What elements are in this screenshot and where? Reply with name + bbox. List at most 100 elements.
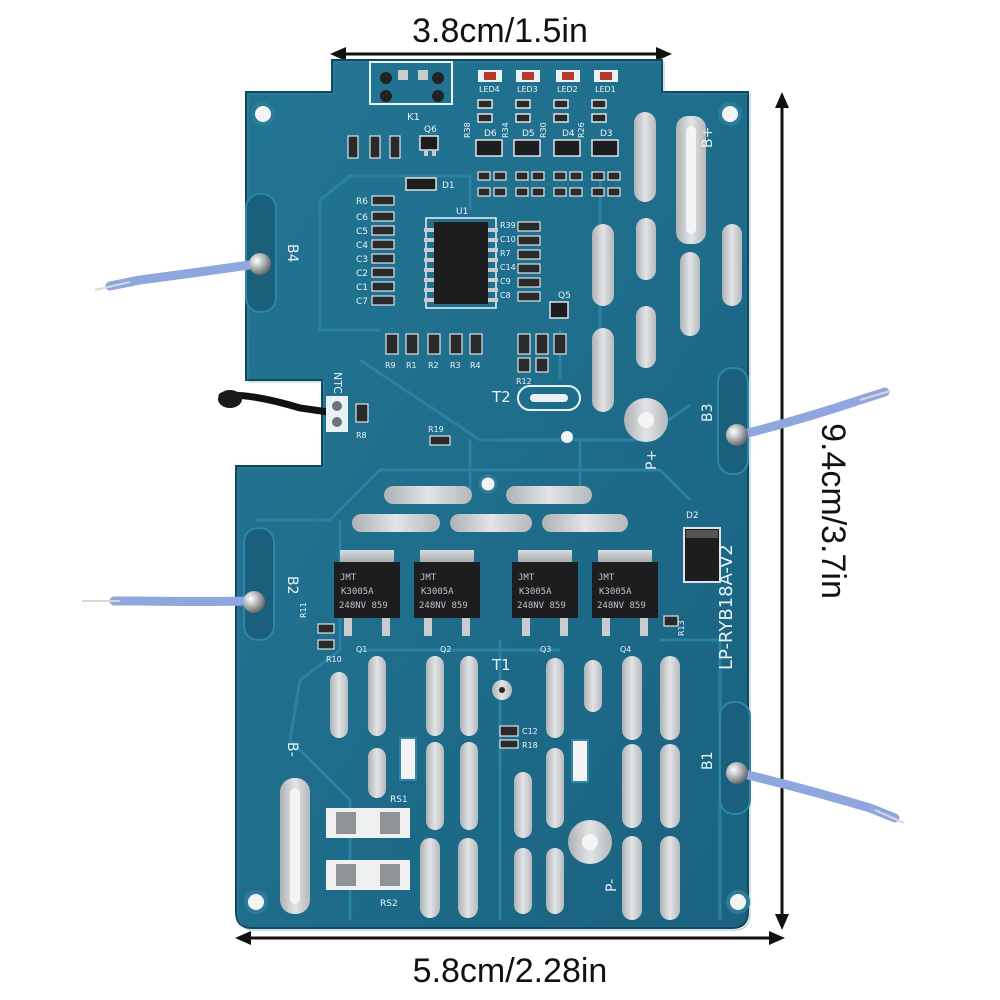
pcb-board	[235, 59, 749, 929]
led-1: LED1	[594, 70, 618, 94]
mosfet-q4: JMT K3005A 248NV 859 Q4	[592, 550, 658, 654]
svg-text:R1: R1	[406, 361, 417, 370]
p-minus-label: P-	[604, 879, 620, 892]
svg-text:C14: C14	[500, 263, 516, 272]
svg-text:JMT: JMT	[340, 573, 357, 583]
pad-field-lower	[330, 656, 680, 920]
svg-text:R6: R6	[356, 197, 368, 207]
svg-text:U1: U1	[456, 207, 468, 217]
svg-text:K3005A: K3005A	[519, 587, 552, 597]
pad-rails-middle	[352, 486, 628, 532]
svg-text:K3005A: K3005A	[341, 587, 374, 597]
svg-text:248NV 859: 248NV 859	[339, 601, 388, 611]
svg-text:R8: R8	[356, 431, 367, 440]
svg-text:248NV 859: 248NV 859	[517, 601, 566, 611]
mosfet-row: JMT K3005A 248NV 859 Q1 JMT K3005A 248NV…	[334, 550, 658, 654]
svg-text:D5: D5	[522, 129, 535, 139]
svg-text:RS2: RS2	[380, 899, 398, 909]
svg-text:JMT: JMT	[420, 573, 437, 583]
terminal-b2: B2	[82, 527, 300, 641]
svg-text:C12: C12	[522, 727, 538, 736]
svg-text:LED1: LED1	[595, 85, 616, 94]
led-4: LED4	[478, 70, 502, 94]
ntc-label: NTC	[331, 372, 344, 394]
diode-row: D6 D5 D4 D3	[475, 129, 619, 157]
svg-text:D2: D2	[686, 511, 699, 521]
svg-text:C4: C4	[356, 241, 368, 251]
svg-text:R004: R004	[362, 866, 371, 885]
svg-text:Q4: Q4	[620, 645, 631, 654]
diode-d2: D2	[683, 511, 721, 583]
svg-text:K3005A: K3005A	[599, 587, 632, 597]
svg-text:LED2: LED2	[557, 85, 578, 94]
b2-label: B2	[284, 576, 300, 595]
terminal-p-plus: P+	[624, 398, 668, 470]
b3-label: B3	[700, 403, 716, 422]
r12-label: R12	[516, 377, 532, 386]
terminal-b1: B1	[700, 701, 905, 824]
shunt-rs2: R004 RS2	[326, 860, 410, 909]
dimension-bottom: 5.8cm/2.28in	[235, 931, 785, 990]
p-plus-label: P+	[644, 450, 660, 470]
diode-d6: D6	[475, 129, 503, 157]
cap-column-left: R6 C6 C5 C4 C3 C2 C1 C7	[356, 195, 395, 307]
svg-text:Q3: Q3	[540, 645, 551, 654]
svg-text:C3: C3	[356, 255, 368, 265]
svg-text:R004: R004	[362, 814, 371, 833]
diode-d5: D5	[513, 129, 541, 157]
svg-text:D1: D1	[442, 181, 455, 191]
svg-text:248NV 859: 248NV 859	[419, 601, 468, 611]
svg-text:R2: R2	[428, 361, 439, 370]
svg-text:R3: R3	[450, 361, 461, 370]
svg-text:D4: D4	[562, 129, 575, 139]
resistor-row-bottom: R9 R1 R2 R3 R4	[385, 333, 483, 370]
svg-text:R34: R34	[501, 122, 510, 138]
led-row: LED4 LED3 LED2 LED1	[478, 70, 618, 94]
svg-text:R4: R4	[470, 361, 481, 370]
test-point-t1: T1	[491, 656, 512, 700]
mosfet-q3: JMT K3005A 248NV 859 Q3	[512, 550, 578, 654]
test-point-t2: T2	[491, 385, 581, 411]
svg-text:R38: R38	[463, 122, 472, 138]
right-dimension-label: 9.4cm/3.7in	[814, 423, 852, 599]
svg-text:T1: T1	[491, 656, 511, 674]
svg-text:LED4: LED4	[479, 85, 500, 94]
svg-text:248NV 859: 248NV 859	[597, 601, 646, 611]
svg-text:LED3: LED3	[517, 85, 538, 94]
resistor-r10: R10 R11	[299, 602, 342, 664]
svg-text:R19: R19	[428, 425, 444, 434]
cap-c12: C12 R18	[499, 725, 538, 750]
board-model-label: LP-RYB18A-V2	[716, 544, 737, 670]
svg-text:D6: D6	[484, 129, 497, 139]
smd-cluster-mid	[517, 333, 567, 373]
led-2: LED2	[556, 70, 580, 94]
terminal-b-minus: B-	[280, 742, 310, 914]
svg-text:RS1: RS1	[390, 795, 408, 805]
dimension-right: 9.4cm/3.7in	[775, 92, 852, 930]
b1-label: B1	[700, 751, 716, 770]
svg-text:R10: R10	[326, 655, 342, 664]
diode-d3: D3	[591, 129, 619, 157]
svg-text:Q1: Q1	[356, 645, 367, 654]
diode-d4: D4	[553, 129, 581, 157]
terminal-b4: B4	[94, 193, 300, 313]
svg-text:D3: D3	[600, 129, 613, 139]
mounting-holes	[244, 102, 750, 914]
b-plus-label: B+	[700, 127, 716, 148]
svg-text:R39: R39	[500, 221, 516, 230]
transistor-q5: Q5	[549, 291, 571, 319]
diode-d1: D1	[405, 177, 455, 191]
svg-text:R30: R30	[539, 122, 548, 138]
terminal-b3: B3	[700, 367, 891, 475]
svg-text:R26: R26	[577, 122, 586, 138]
dimension-top: 3.8cm/1.5in	[330, 12, 672, 61]
cap-column-right: R39 C10 R7 C14 C9 C8	[500, 221, 541, 302]
k1-label: K1	[407, 112, 420, 123]
svg-text:C1: C1	[356, 283, 368, 293]
svg-text:R11: R11	[299, 602, 308, 618]
svg-text:C6: C6	[356, 213, 368, 223]
svg-text:K3005A: K3005A	[421, 587, 454, 597]
terminal-p-minus: P-	[568, 820, 620, 892]
shunt-rs1: R004 RS1	[326, 795, 410, 838]
